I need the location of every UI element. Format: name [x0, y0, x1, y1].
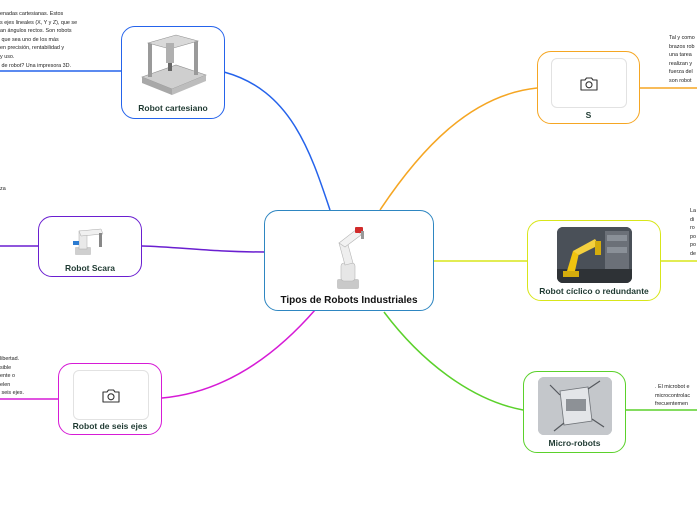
welding-robot-photo: [557, 227, 632, 283]
link-s: [379, 87, 538, 211]
note-s: Tal y como brazos rob una tarea realizan…: [669, 35, 695, 84]
node-micro-robots[interactable]: Micro-robots: [523, 371, 626, 453]
node-s-label: S: [585, 110, 592, 120]
node-robot-scara-label: Robot Scara: [64, 263, 116, 273]
node-robot-seis-ejes[interactable]: Robot de seis ejes: [58, 363, 162, 435]
node-micro-robots-label: Micro-robots: [548, 438, 601, 448]
link-scara: [141, 245, 266, 253]
camera-icon: [580, 76, 598, 91]
node-robot-cartesiano-label: Robot cartesiano: [138, 103, 208, 113]
scara-robot-image: [71, 223, 111, 257]
note-scara: za: [0, 186, 6, 192]
node-robot-cartesiano[interactable]: Robot cartesiano: [121, 26, 225, 119]
note-cartesiano: enadas cartesianas. Estos s ejes lineale…: [0, 11, 78, 69]
node-s[interactable]: S: [537, 51, 640, 124]
node-robot-ciclico-label: Robot cíclico o redundante: [539, 286, 649, 296]
node-robot-scara[interactable]: Robot Scara: [38, 216, 142, 277]
note-seis-ejes: libertad. sible ente o elen seis ejes.: [0, 356, 24, 397]
image-placeholder: [73, 370, 149, 420]
gantry-robot-image: [136, 33, 210, 95]
link-seis-ejes: [161, 309, 316, 399]
link-cartesiano: [223, 71, 331, 211]
industrial-robot-arm-image: [327, 219, 373, 291]
microrobot-photo: [538, 377, 612, 435]
central-topic-title: Tipos de Robots Industriales: [280, 295, 418, 306]
node-robot-ciclico[interactable]: Robot cíclico o redundante: [527, 220, 661, 301]
camera-icon: [102, 388, 120, 403]
central-topic[interactable]: Tipos de Robots Industriales: [264, 210, 434, 311]
node-robot-seis-ejes-label: Robot de seis ejes: [72, 421, 148, 431]
note-micro: . El microbot e microcontrolac frecuente…: [655, 384, 691, 408]
note-ciclico: La di ro po po de: [690, 208, 696, 257]
link-micro: [383, 311, 524, 411]
image-placeholder: [551, 58, 627, 108]
